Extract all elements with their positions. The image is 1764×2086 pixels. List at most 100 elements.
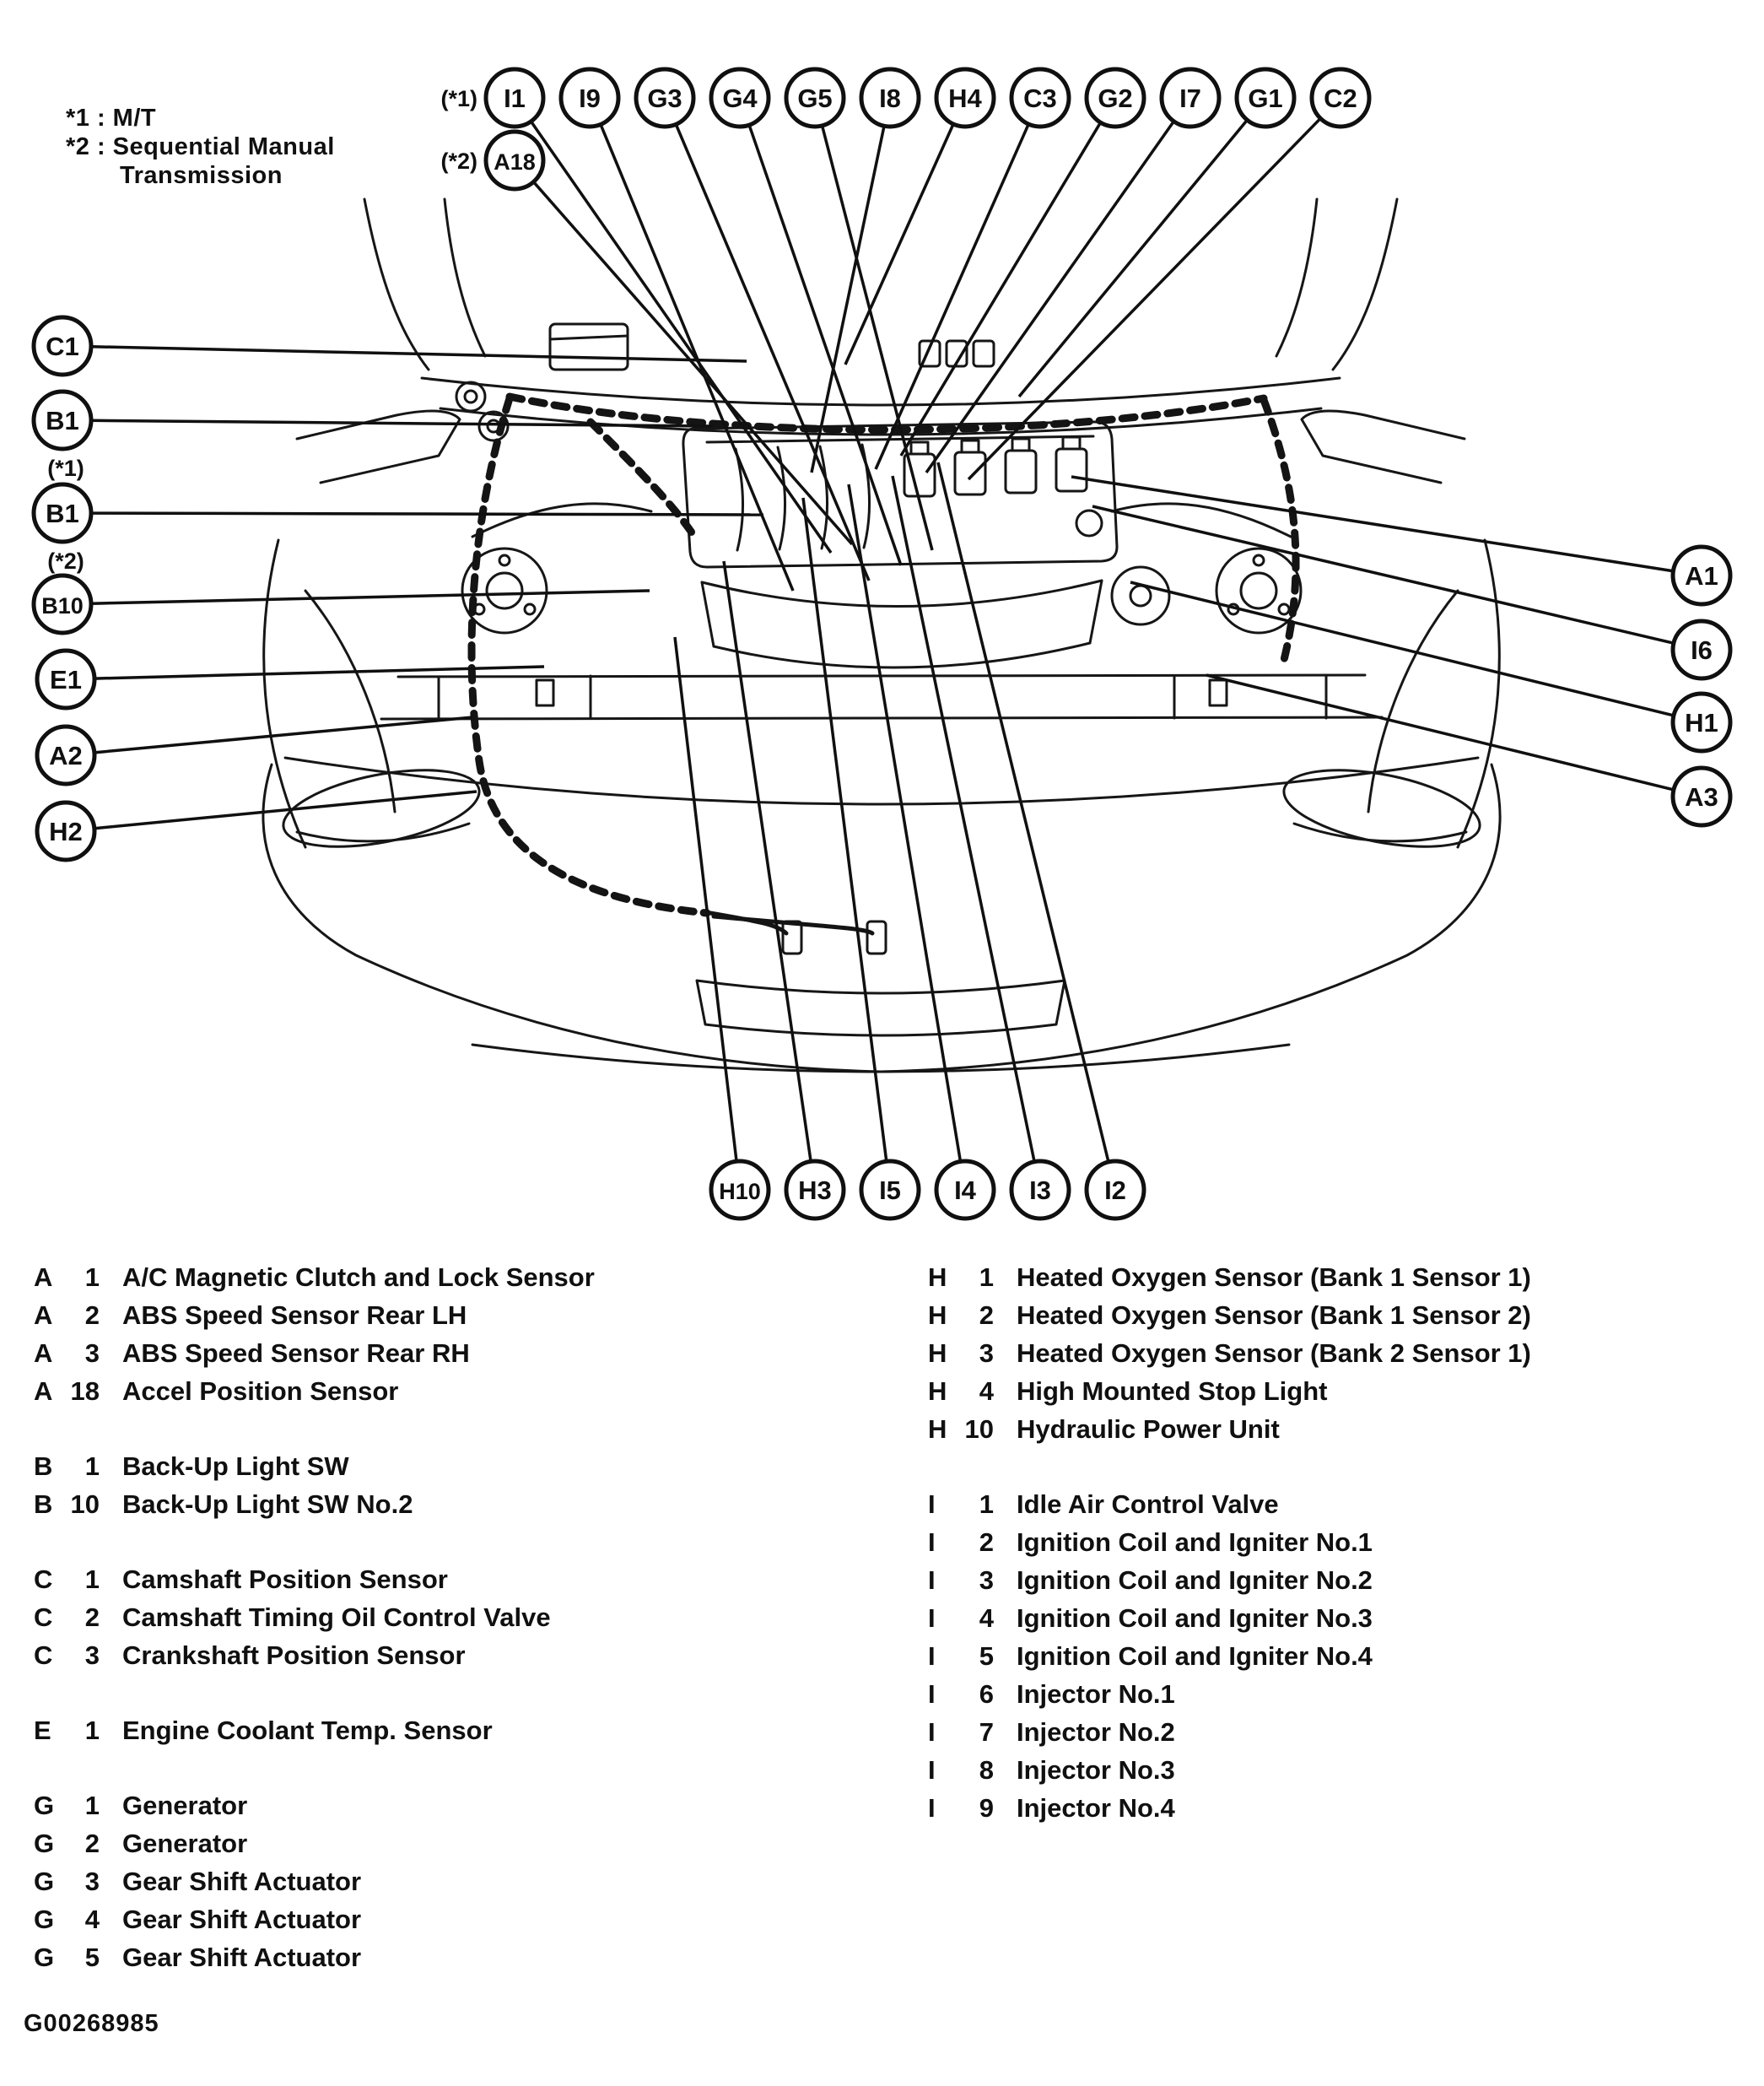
legend-code-letter: I [928, 1603, 936, 1633]
leader-G4 [747, 124, 903, 566]
callout-C2: C2 [1309, 67, 1372, 129]
legend-component-name: Back-Up Light SW [122, 1451, 349, 1481]
leader-G3 [674, 123, 871, 581]
legend-component-name: ABS Speed Sensor Rear LH [122, 1300, 467, 1330]
legend-code-letter: I [928, 1755, 936, 1785]
callout-label-E1: E1 [50, 665, 82, 694]
callout-circle-G2 [1084, 67, 1146, 129]
engine-bay-diagram: I1(*1)A18(*2)I9G3G4G5I8H4C3G2I7G1C2C1B1(… [31, 67, 1733, 1221]
footnote-1: *1 : M/T [66, 105, 157, 132]
leader-I6 [1092, 505, 1675, 645]
legend-code-letter: B [34, 1489, 53, 1519]
leader-H4 [844, 123, 955, 365]
callout-G1: G1 [1234, 67, 1297, 129]
callout-label-I9: I9 [579, 84, 601, 113]
callout-C1: C1 [31, 315, 94, 377]
callout-circle-C3 [1009, 67, 1071, 129]
callout-label-I2: I2 [1104, 1175, 1126, 1205]
legend-column-right: H 1 Heated Oxygen Sensor (Bank 1 Sensor 1)… [928, 1262, 1531, 1868]
legend-code-number: 1 [979, 1489, 994, 1519]
legend-component-name: Heated Oxygen Sensor (Bank 1 Sensor 1) [1017, 1262, 1531, 1292]
callout-label-G4: G4 [722, 84, 758, 113]
legend-code-letter: H [928, 1376, 947, 1406]
footnote-2: *2 : Sequential Manual [66, 133, 335, 160]
callout-label-G3: G3 [647, 84, 682, 113]
callout-circle-A18 [483, 129, 546, 192]
callout-A3: A3 [1670, 765, 1733, 828]
callout-circle-I8 [859, 67, 921, 129]
callout-A2: A2 [35, 724, 97, 786]
callout-G3: G3 [634, 67, 696, 129]
callout-label-H3: H3 [798, 1175, 832, 1205]
legend-code-number: 1 [84, 1451, 100, 1481]
legend-code-letter: H [928, 1262, 947, 1292]
legend-code-number: 3 [84, 1640, 100, 1670]
legend-code-letter: C [34, 1640, 53, 1670]
callout-label-G5: G5 [797, 84, 832, 113]
leader-A3 [1206, 673, 1675, 792]
legend-code-letter: A [34, 1262, 53, 1292]
legend-component-name: ABS Speed Sensor Rear RH [122, 1338, 470, 1368]
callout-circle-G5 [784, 67, 846, 129]
legend-code-number: 9 [979, 1793, 994, 1823]
legend-code-number: 2 [979, 1527, 994, 1557]
car-body-art [262, 197, 1502, 1073]
legend-code-letter: G [34, 1791, 55, 1820]
leader-I2 [936, 462, 1110, 1163]
callout-H10: H10 [709, 1159, 771, 1221]
callout-circle-A2 [35, 724, 97, 786]
callout-A1: A1 [1670, 544, 1733, 607]
legend-component-name: Hydraulic Power Unit [1017, 1414, 1280, 1444]
leader-I1 [529, 120, 833, 554]
leader-I7 [925, 120, 1175, 474]
callout-circle-I1 [483, 67, 546, 129]
wiring-harness-art [467, 392, 1300, 917]
callout-label-A3: A3 [1685, 782, 1718, 812]
leader-C1 [90, 345, 747, 363]
leader-I4 [847, 484, 963, 1162]
legend-component-name: Back-Up Light SW No.2 [122, 1489, 413, 1519]
callout-I3: I3 [1009, 1159, 1071, 1221]
callout-label-C1: C1 [46, 332, 79, 361]
legend-component-name: Ignition Coil and Igniter No.2 [1017, 1565, 1373, 1595]
legend-code-number: 7 [979, 1717, 994, 1747]
leader-H3 [722, 560, 812, 1162]
callout-circle-G4 [709, 67, 771, 129]
legend-component-name: A/C Magnetic Clutch and Lock Sensor [122, 1262, 595, 1292]
legend-code-number: 1 [84, 1262, 100, 1292]
legend-code-number: 2 [84, 1300, 100, 1330]
callout-I6: I6 [1670, 619, 1733, 681]
callout-circle-G3 [634, 67, 696, 129]
callout-prefix-B1: (*1) [47, 456, 84, 481]
legend-code-letter: G [34, 1943, 55, 1972]
leader-H10 [673, 636, 738, 1162]
callout-circle-B1 [31, 482, 94, 544]
callout-label-C3: C3 [1023, 84, 1057, 113]
legend-component-name: Accel Position Sensor [122, 1376, 399, 1406]
legend-code-letter: B [34, 1451, 53, 1481]
footnote-3: Transmission [120, 162, 283, 189]
legend-code-number: 5 [979, 1641, 994, 1671]
callout-prefix-I1: (*1) [440, 86, 477, 111]
